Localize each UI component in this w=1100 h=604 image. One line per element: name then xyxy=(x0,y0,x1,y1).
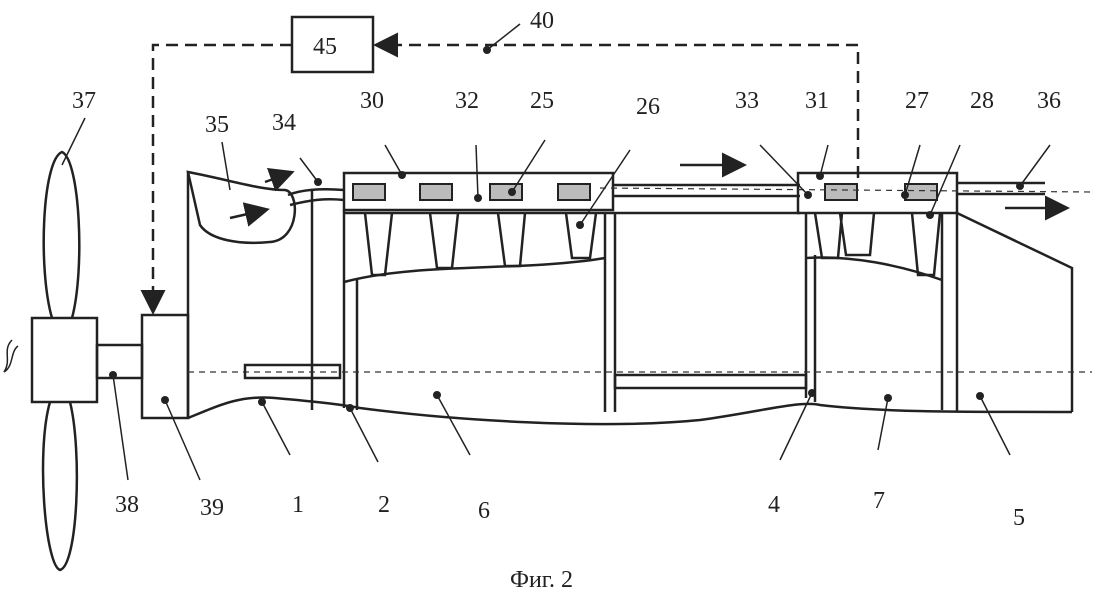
label-30: 30 xyxy=(360,88,384,114)
label-6: 6 xyxy=(478,498,490,524)
label-32: 32 xyxy=(455,88,479,114)
engine-body xyxy=(188,165,1092,424)
label-25: 25 xyxy=(530,88,554,114)
label-5: 5 xyxy=(1013,505,1025,531)
label-45: 45 xyxy=(313,34,337,60)
label-36: 36 xyxy=(1037,88,1061,114)
label-1: 1 xyxy=(292,492,304,518)
label-35: 35 xyxy=(205,112,229,138)
label-37: 37 xyxy=(72,88,96,114)
label-39: 39 xyxy=(200,495,224,521)
label-4: 4 xyxy=(768,492,780,518)
label-33: 33 xyxy=(735,88,759,114)
label-40: 40 xyxy=(530,8,554,34)
label-38: 38 xyxy=(115,492,139,518)
label-28: 28 xyxy=(970,88,994,114)
propeller xyxy=(4,152,188,570)
label-2: 2 xyxy=(378,492,390,518)
label-34: 34 xyxy=(272,110,296,136)
figure-caption: Фиг. 2 xyxy=(510,567,573,593)
label-7: 7 xyxy=(873,488,885,514)
reference-labels: 40 45 37 35 34 30 32 25 26 33 31 27 28 3… xyxy=(72,8,1061,593)
label-26: 26 xyxy=(636,94,660,120)
label-27: 27 xyxy=(905,88,929,114)
label-31: 31 xyxy=(805,88,829,114)
